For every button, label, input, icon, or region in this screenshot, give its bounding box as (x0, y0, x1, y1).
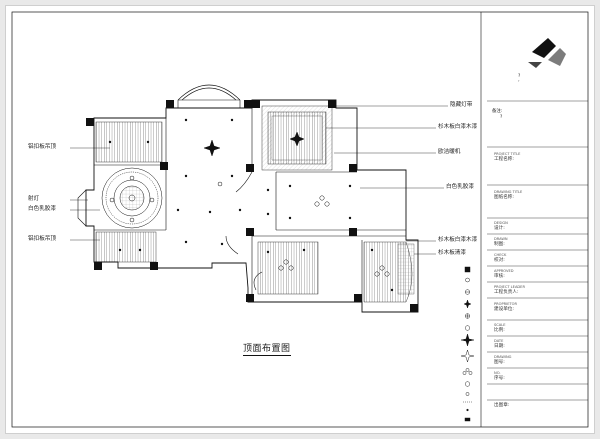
spotlights (108, 118, 394, 292)
aluminum-ceiling-panel-bottom (95, 231, 157, 263)
downlight-rings (109, 175, 223, 223)
chandelier-clusters (278, 195, 390, 277)
ceiling-star-lights (203, 131, 305, 157)
floor-plan (77, 84, 419, 313)
structural-columns (86, 100, 418, 312)
aluminum-ceiling-panel-top (95, 121, 163, 163)
left-leaders (70, 147, 110, 241)
drawing-sheet (6, 6, 594, 433)
titleblock-rules (487, 100, 588, 401)
company-logo (528, 38, 566, 68)
fir-board-panel-bottom (257, 241, 319, 295)
legend-symbols (460, 266, 475, 422)
right-leaders (326, 105, 448, 255)
sheet-border (11, 11, 589, 428)
